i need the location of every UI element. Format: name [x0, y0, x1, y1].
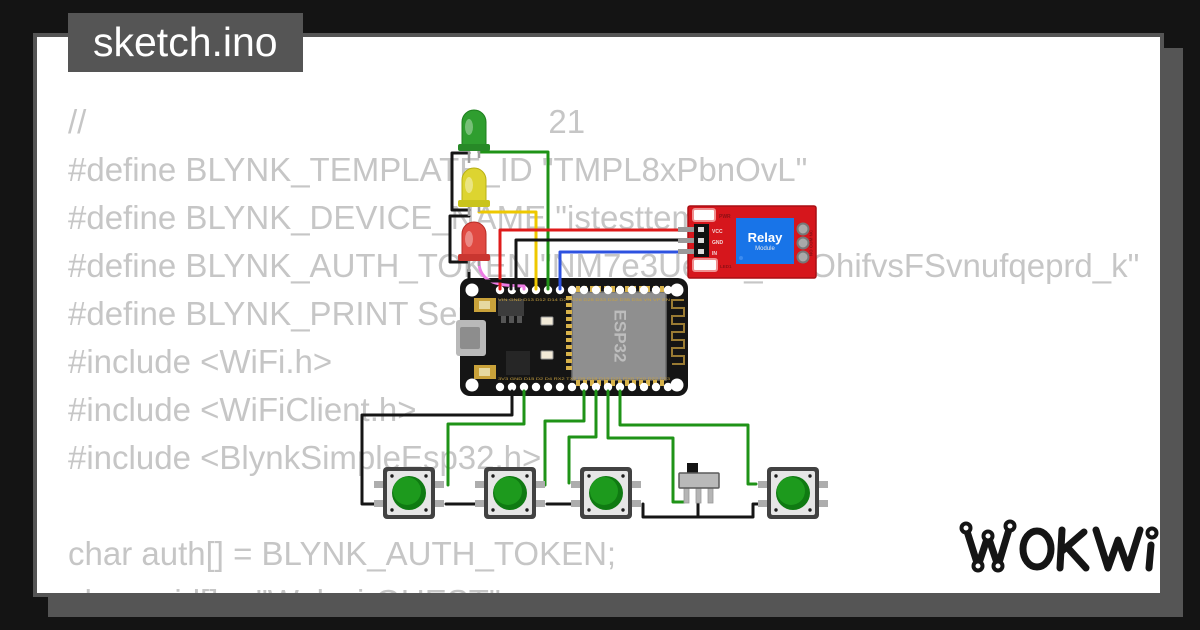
led-green[interactable] — [458, 109, 490, 163]
esp32-module — [571, 291, 667, 381]
wire-led-chain-1 — [450, 151, 471, 212]
file-name: sketch.ino — [93, 19, 278, 65]
relay-module[interactable]: PWR VCC GND IN LED1 Relay Module NO COM … — [678, 205, 817, 279]
wire-relay-vcc — [498, 228, 684, 291]
smd-led — [540, 316, 554, 326]
wire-pink-led — [477, 260, 526, 291]
code-comment: // — [68, 103, 87, 140]
voltage-regulator — [498, 299, 524, 316]
terminal-labels: NO COM NC — [809, 229, 814, 256]
push-button-2[interactable] — [475, 467, 545, 519]
code-line: #include <BlynkSimpleEsp32.h> — [68, 439, 542, 476]
terminal-no[interactable] — [796, 222, 810, 236]
relay-led1 — [692, 258, 718, 272]
led-red[interactable] — [458, 221, 490, 272]
terminal-com[interactable] — [796, 236, 810, 250]
led-yellow[interactable] — [458, 167, 490, 216]
gnd-pin-label: GND — [712, 240, 724, 246]
pwr-led — [692, 208, 716, 222]
antenna-trace — [671, 299, 685, 365]
wire-led-gnd — [467, 268, 513, 291]
esp32-chip-label: ESP32 — [611, 310, 630, 363]
terminal-nc[interactable] — [796, 250, 810, 264]
wire-button2 — [543, 389, 586, 487]
wire-button-gnd — [360, 389, 514, 506]
wire-switch — [606, 389, 686, 504]
file-tab[interactable]: sketch.ino — [68, 13, 303, 72]
wire-button4 — [618, 389, 758, 486]
led1-label: LED1 — [720, 264, 732, 269]
wokwi-logo: WOKWI — [958, 512, 1163, 585]
wires — [360, 150, 762, 519]
wire-yellow-led — [477, 210, 538, 291]
code-line: char auth[] = BLYNK_AUTH_TOKEN; — [68, 535, 617, 572]
slide-switch[interactable] — [678, 463, 720, 504]
wire-gnd-link-3 — [641, 502, 762, 519]
code-line: #include <WiFi.h> — [68, 343, 333, 380]
wire-relay-in — [558, 250, 684, 291]
push-button-1[interactable] — [374, 467, 444, 519]
code-line: #define BLYNK_AUTH_TOKEN "NM7e3UeJm_iEdO… — [68, 247, 1140, 284]
usb-chip — [506, 351, 530, 375]
code-line: // 21 — [68, 98, 1160, 146]
relay-subtitle: Module — [755, 246, 775, 252]
wire-green-led — [477, 150, 550, 291]
push-button-4[interactable] — [758, 467, 828, 519]
push-button-3[interactable] — [571, 467, 641, 519]
relay-title: Relay — [748, 230, 783, 245]
pwr-label: PWR — [719, 214, 731, 220]
wire-led-chain-2 — [448, 214, 471, 264]
vcc-pin-label: VCC — [712, 229, 723, 235]
code-line-number: 21 — [548, 103, 586, 140]
wire-relay-gnd — [514, 238, 684, 291]
smd-led — [540, 350, 554, 360]
relay-box — [736, 218, 794, 264]
wire-button3 — [567, 389, 598, 485]
wire-button1 — [446, 389, 526, 487]
esp32-board[interactable]: ESP32 VIN GND D13 D12 D14 D27 D26 D25 D3… — [456, 278, 688, 396]
in-pin-label: IN — [712, 251, 717, 257]
esp32-top-pin-labels: VIN GND D13 D12 D14 D27 D26 D25 D33 D32 … — [498, 298, 671, 302]
code-line: #include <WiFiClient.h> — [68, 391, 417, 428]
esp32-bottom-pin-labels: 3V3 GND D15 D2 D4 RX2 TX2 D5 D18 D19 D21… — [498, 377, 670, 381]
code-line: char ssid[] = "Wokwi-GUEST"; — [68, 578, 1160, 593]
